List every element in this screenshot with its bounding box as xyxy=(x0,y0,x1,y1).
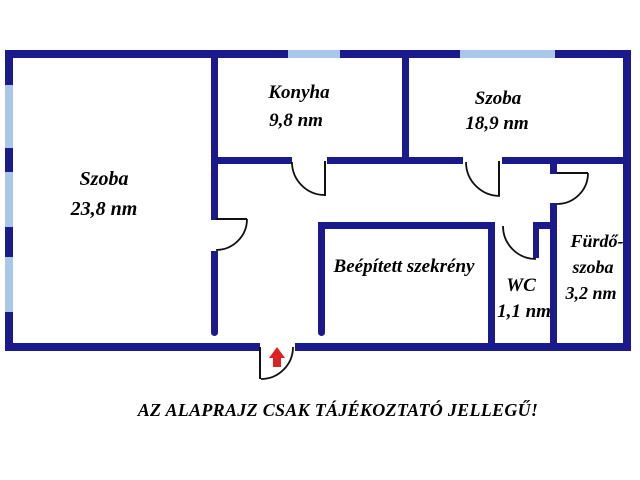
door-panel-wc xyxy=(533,222,539,258)
door-panel-furdo xyxy=(557,172,588,174)
room-area-szoba-large: 23,8 nm xyxy=(70,198,138,220)
window-left-1 xyxy=(5,85,13,148)
wall-outer-bottom-left xyxy=(5,343,260,351)
room-area-konyha: 9,8 nm xyxy=(269,110,323,131)
wall-hallway-top-1 xyxy=(211,157,292,164)
room-label-konyha: Konyha xyxy=(268,82,330,103)
room-label-furdo-line1: Fürdő- xyxy=(570,231,624,251)
door-panel-szoba-small xyxy=(498,161,500,195)
wall-wc-left xyxy=(488,222,495,343)
room-label-szoba-small: Szoba xyxy=(474,88,522,109)
room-area-szoba-small: 18,9 nm xyxy=(465,113,529,134)
wall-konyha-szoba-divider xyxy=(402,50,409,164)
wall-szekreny-left xyxy=(318,222,325,336)
door-panel-szoba-large xyxy=(216,218,247,220)
room-label-szekreny: Beépített szekrény xyxy=(333,256,475,277)
door-panel-konyha xyxy=(324,161,326,196)
wall-szekreny-top xyxy=(318,222,495,229)
disclaimer-text: AZ ALAPRAJZ CSAK TÁJÉKOZTATÓ JELLEGŰ! xyxy=(137,400,539,420)
window-left-3 xyxy=(5,257,13,312)
wall-outer-bottom-right xyxy=(295,343,631,351)
room-label-szoba-large: Szoba xyxy=(79,168,129,190)
wall-szoba-large-right-upper xyxy=(211,50,218,220)
door-arc-szoba-small xyxy=(465,161,501,197)
window-left-2 xyxy=(5,172,13,227)
wall-hallway-top-3 xyxy=(502,157,623,164)
wall-hallway-top-2 xyxy=(327,157,463,164)
door-arc-szoba-large xyxy=(215,218,248,251)
door-panel-entrance xyxy=(259,347,261,379)
room-label-furdo-line2: szoba xyxy=(572,257,614,277)
door-arc-wc xyxy=(502,225,537,260)
wall-outer-right xyxy=(623,50,631,351)
window-top-konyha xyxy=(288,50,340,58)
door-arc-furdo xyxy=(556,172,589,205)
window-top-szoba-small xyxy=(460,50,555,58)
door-arc-konyha xyxy=(291,161,326,196)
room-area-wc: 1,1 nm xyxy=(497,301,551,322)
door-arc-entrance xyxy=(260,346,294,380)
wall-szoba-large-right-lower xyxy=(211,251,218,336)
room-label-wc: WC xyxy=(506,275,536,296)
wall-furdo-left-lower xyxy=(550,203,557,343)
wall-furdo-left-stub xyxy=(550,157,557,174)
wall-wc-top-right xyxy=(536,222,557,229)
entrance-arrow-icon xyxy=(269,347,285,367)
room-area-furdo: 3,2 nm xyxy=(565,283,617,303)
